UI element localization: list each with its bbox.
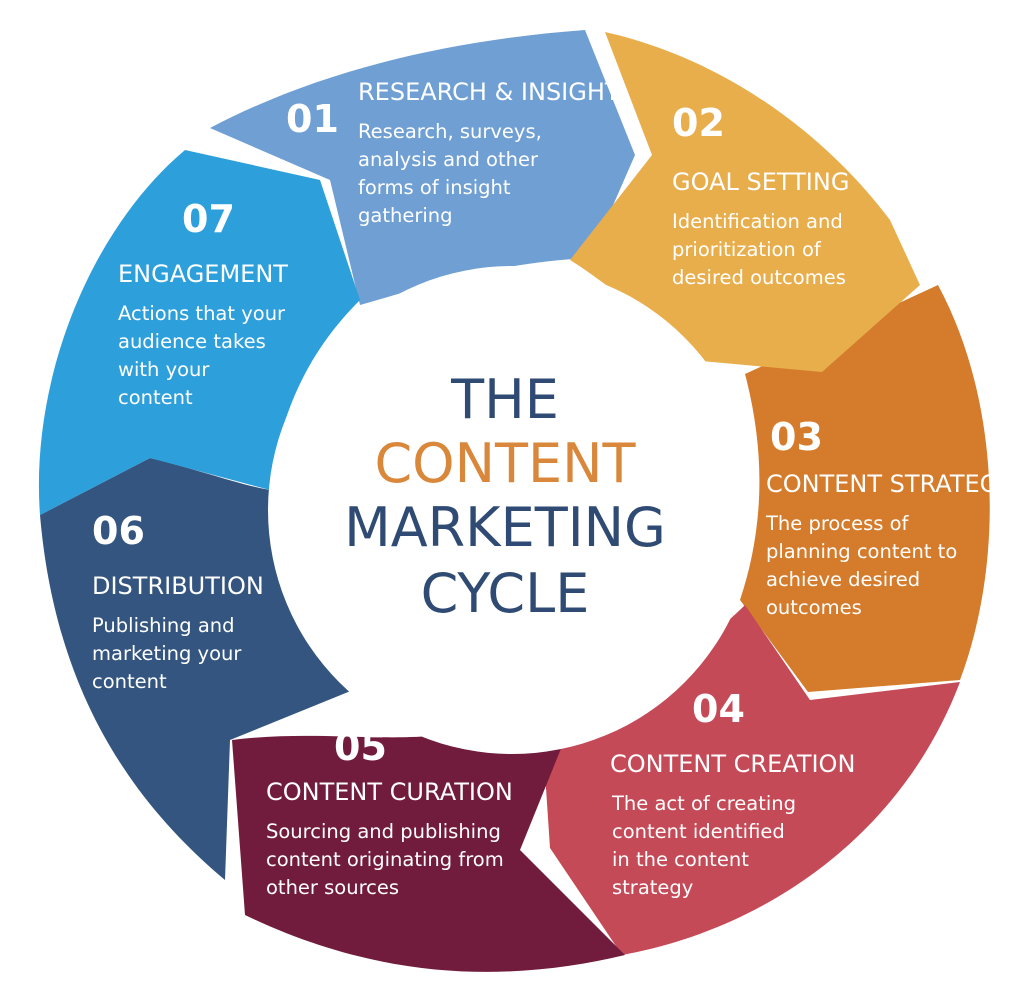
center-title-line-2: CONTENT — [374, 432, 636, 495]
center-circle — [268, 266, 756, 754]
segment-01-shape — [210, 30, 635, 305]
segment-desc-line: Identification and — [672, 210, 843, 233]
segment-desc-line: Sourcing and publishing — [266, 820, 501, 843]
segment-desc-line: content — [118, 386, 193, 409]
segment-03-shape — [740, 285, 990, 692]
segment-desc-line: forms of insight — [358, 176, 511, 199]
segment-desc-line: gathering — [358, 204, 453, 227]
segment-desc-line: in the content — [612, 848, 749, 871]
center-title-line-4: CYCLE — [421, 562, 590, 625]
segment-desc-line: desired outcomes — [672, 266, 846, 289]
segment-desc-line: audience takes — [118, 330, 266, 353]
segment-02-shape — [570, 32, 920, 372]
segment-04-label: 04 CONTENT CREATION The act of creating … — [610, 687, 855, 899]
segment-number: 04 — [692, 687, 745, 731]
segment-desc-line: content originating from — [266, 848, 504, 871]
segment-desc-line: content identified — [612, 820, 785, 843]
segment-05-label: 05 CONTENT CURATION Sourcing and publish… — [266, 725, 513, 899]
segment-06-label: 06 DISTRIBUTION Publishing and marketing… — [92, 509, 264, 693]
segment-desc-line: with your — [118, 358, 210, 381]
segment-07-label: 07 ENGAGEMENT Actions that your audience… — [118, 197, 288, 409]
segment-title: ENGAGEMENT — [118, 260, 288, 288]
segment-07-shape — [38, 150, 360, 515]
segment-desc-line: Research, surveys, — [358, 120, 542, 143]
segment-desc-line: planning content to — [766, 540, 957, 563]
segment-title: DISTRIBUTION — [92, 572, 264, 600]
segment-desc-line: outcomes — [766, 596, 862, 619]
segment-shapes — [38, 30, 990, 972]
segment-desc-line: other sources — [266, 876, 399, 899]
segment-desc-line: strategy — [612, 876, 693, 899]
center-title-line-1: THE — [450, 368, 559, 431]
segment-05-shape — [232, 714, 625, 972]
segment-desc-line: marketing your — [92, 642, 242, 665]
segment-number: 07 — [182, 197, 235, 241]
segment-number: 05 — [334, 725, 387, 769]
segment-number: 01 — [286, 97, 339, 141]
segment-number: 06 — [92, 509, 145, 553]
segment-desc-line: Publishing and — [92, 614, 235, 637]
segment-02-label: 02 GOAL SETTING Identification and prior… — [672, 101, 849, 289]
center-title-line-3: MARKETING — [344, 496, 666, 559]
segment-desc-line: Actions that your — [118, 302, 286, 325]
segment-desc-line: achieve desired — [766, 568, 920, 591]
segment-number: 03 — [770, 415, 823, 459]
segment-title: RESEARCH & INSIGHT — [358, 78, 620, 106]
segment-desc-line: The act of creating — [611, 792, 796, 815]
segment-title: GOAL SETTING — [672, 168, 849, 196]
segment-number: 02 — [672, 101, 725, 145]
segment-01-label: 01 RESEARCH & INSIGHT Research, surveys,… — [286, 78, 620, 227]
segment-title: CONTENT CREATION — [610, 750, 855, 778]
segment-03-label: 03 CONTENT STRATEGY The process of plann… — [765, 415, 1012, 619]
center-title: THE CONTENT MARKETING CYCLE — [344, 368, 666, 625]
segment-desc-line: prioritization of — [672, 238, 822, 261]
segment-desc-line: analysis and other — [358, 148, 539, 171]
segment-title: CONTENT STRATEGY — [766, 470, 1012, 498]
segment-title: CONTENT CURATION — [266, 778, 513, 806]
segment-desc-line: The process of — [765, 512, 910, 535]
segment-desc-line: content — [92, 670, 167, 693]
